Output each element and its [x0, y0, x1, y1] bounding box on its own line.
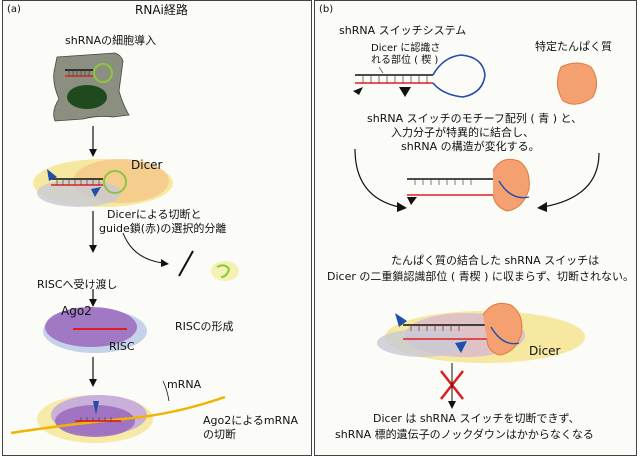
panel-b-label: (b) — [319, 4, 334, 15]
risc-label: RISC — [109, 340, 135, 353]
desc-bound-1: たんぱく質の結合した shRNA スイッチは — [391, 254, 600, 267]
rnai-pathway-diagram — [10, 52, 239, 443]
step-dicer-cleavage-2: guide鎖(赤)の選択的分離 — [99, 222, 227, 235]
nucleus — [67, 85, 107, 109]
dicer-label: Dicer — [131, 158, 163, 172]
step-shrna-intro: shRNAの細胞導入 — [65, 34, 157, 47]
panel-a-label: (a) — [7, 4, 21, 15]
step-dicer-cleavage-1: Dicerによる切断と — [107, 208, 202, 221]
step-mrna-cleavage-1: Ago2によるmRNA — [203, 414, 299, 427]
panel-b: (b) shRNA スイッチシステム — [314, 0, 637, 456]
protein-bound-switch — [407, 158, 530, 212]
protein-label: 特定たんぱく質 — [535, 40, 612, 53]
dicer-with-switch — [377, 302, 585, 363]
panel-a-title: RNAi経路 — [135, 3, 188, 17]
shrna-switch-diagram — [353, 54, 600, 409]
desc-motif-2: 入力分子が特異的に結合し、 — [391, 126, 534, 139]
shrna-switch — [353, 54, 486, 98]
risc-complex — [43, 307, 147, 353]
desc-motif-1: shRNA スイッチのモチーフ配列 ( 青 ) と、 — [367, 112, 583, 125]
desc-result-2: shRNA 標的遺伝子のノックダウンはかからなくなる — [335, 428, 594, 441]
step-risc-handover: RISCへ受け渡し — [37, 278, 118, 291]
mrna-label: mRNA — [167, 378, 202, 391]
panel-a: (a) RNAi経路 — [2, 0, 312, 456]
risc-formation-label: RISCの形成 — [175, 320, 234, 333]
recognition-site-2: れる部位 ( 楔 ) — [371, 55, 439, 66]
step-mrna-cleavage-2: の切断 — [203, 428, 236, 441]
desc-result-1: Dicer は shRNA スイッチを切断できず、 — [373, 412, 580, 425]
recognition-site-1: Dicer に認識さ — [371, 43, 441, 54]
dicer-complex — [33, 159, 173, 207]
panel-b-title: shRNA スイッチシステム — [339, 24, 467, 37]
ago2-label: Ago2 — [61, 304, 92, 318]
dicer-label-b: Dicer — [529, 344, 561, 358]
mrna-cleavage — [10, 380, 226, 443]
specific-protein — [557, 62, 597, 105]
shrna-in-cell — [65, 63, 113, 83]
desc-bound-2: Dicer の二重鎖認識部位 ( 青楔 ) に収まらず、切断されない。 — [327, 270, 634, 283]
no-cleavage-x — [440, 363, 464, 409]
desc-motif-3: shRNA の構造が変化する。 — [401, 140, 540, 153]
